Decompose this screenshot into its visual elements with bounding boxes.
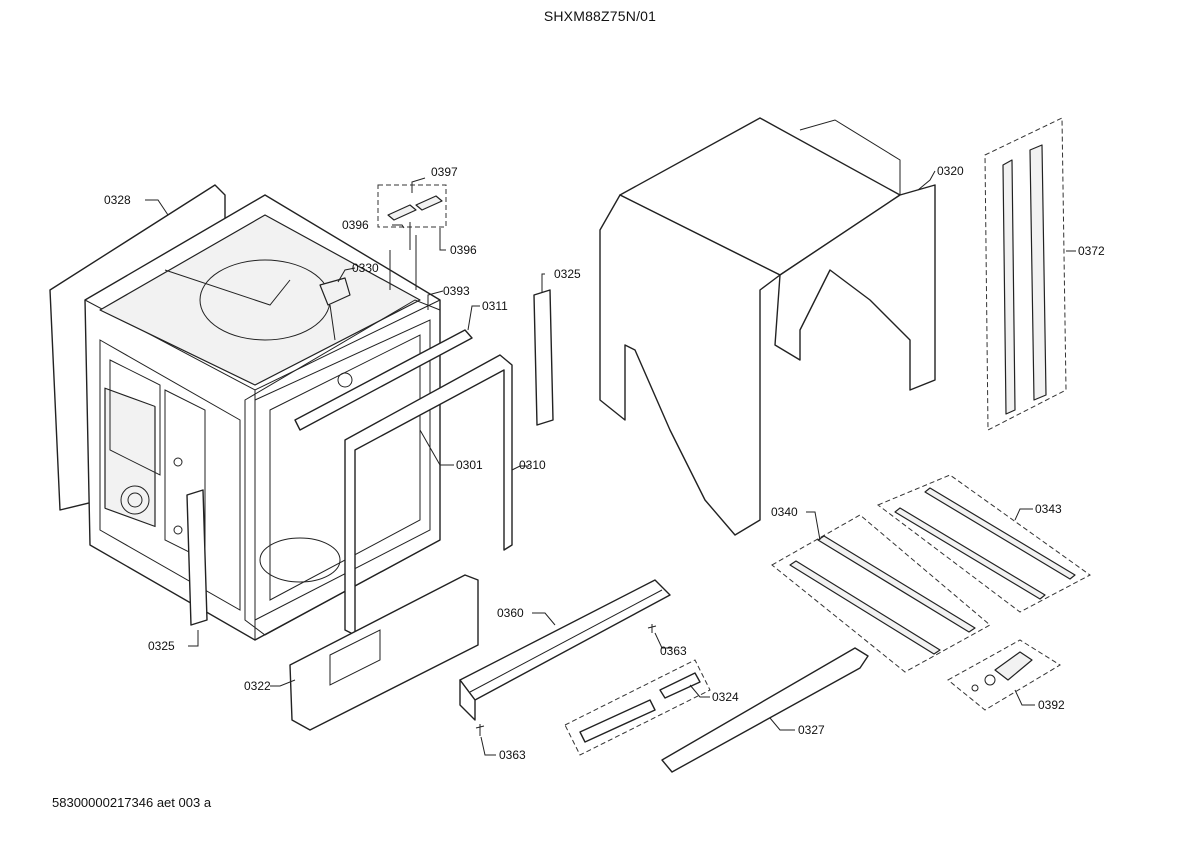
part-0325-strip-right [533, 289, 554, 426]
part-0324-blocks [564, 659, 711, 756]
callout-0343: 0343 [1035, 502, 1062, 516]
callout-0360: 0360 [497, 606, 524, 620]
part-0343-rails [877, 474, 1091, 613]
callout-0340: 0340 [771, 505, 798, 519]
callout-0325-left: 0325 [148, 639, 175, 653]
callout-0322: 0322 [244, 679, 271, 693]
callout-0393: 0393 [443, 284, 470, 298]
drawing-code: 58300000217346 aet 003 a [52, 795, 212, 810]
part-0360-front-cover [459, 579, 671, 721]
callout-0325-right: 0325 [554, 267, 581, 281]
diagram-title: SHXM88Z75N/01 [543, 8, 657, 24]
callout-0324: 0324 [712, 690, 739, 704]
callout-labels: 0328 0397 0396 0396 0330 0393 0311 0325 … [104, 164, 1105, 762]
callout-0392: 0392 [1038, 698, 1065, 712]
part-0363-screw-bottom [475, 724, 485, 736]
callout-0310: 0310 [519, 458, 546, 472]
callout-0311: 0311 [482, 299, 508, 313]
callout-0327: 0327 [798, 723, 825, 737]
part-0392-feet [947, 639, 1061, 711]
leader-lines [145, 170, 1076, 756]
callout-0301: 0301 [456, 458, 483, 472]
part-0327-base-strip [661, 647, 869, 773]
part-0320-insulation [599, 117, 936, 536]
part-0330-bracket [319, 277, 351, 341]
callout-0363-top: 0363 [660, 644, 687, 658]
callout-0320: 0320 [937, 164, 964, 178]
part-0325-strip-left [186, 489, 208, 626]
callout-0397: 0397 [431, 165, 458, 179]
part-0363-screw-top [647, 624, 657, 633]
callout-0396-right: 0396 [450, 243, 477, 257]
callout-0396-left: 0396 [342, 218, 369, 232]
part-0311-seal [294, 329, 473, 431]
part-0301-seal [344, 354, 513, 636]
callout-0328: 0328 [104, 193, 131, 207]
part-0393-seal [244, 299, 441, 636]
part-0340-rails [771, 514, 991, 673]
callout-0363-bottom: 0363 [499, 748, 526, 762]
callout-0372: 0372 [1078, 244, 1105, 258]
callout-0330: 0330 [352, 261, 379, 275]
part-0322-base-panel [289, 574, 479, 731]
part-0372-side-rails [984, 117, 1067, 431]
